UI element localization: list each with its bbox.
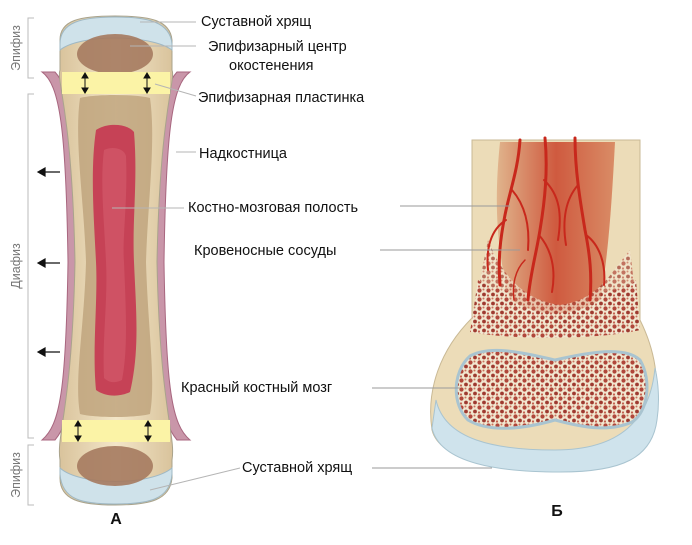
figure-a-long-bone: Эпифиз Диафиз Эпифиз	[9, 14, 365, 528]
bracket-epiphysis-top	[27, 17, 34, 79]
growth-arrows	[36, 166, 60, 358]
label-articular-cartilage-top: Суставной хрящ	[201, 14, 311, 30]
blood-vessels	[486, 136, 606, 302]
side-brackets	[27, 17, 34, 506]
figure-a-letter: А	[110, 511, 122, 528]
articular-cartilage-b	[431, 367, 659, 473]
red-marrow-region	[454, 348, 649, 430]
label-blood-vessels: Кровеносные сосуды	[194, 243, 336, 259]
leader-lines-b	[372, 205, 520, 469]
marrow-cavity-b	[496, 142, 615, 314]
bracket-epiphysis-bottom	[27, 444, 34, 506]
label-ossification-center-line1: Эпифизарный центр	[208, 39, 347, 55]
label-epiphyseal-plate: Эпифизарная пластинка	[198, 90, 365, 106]
label-periosteum: Надкостница	[199, 146, 288, 162]
figure-b-epiphysis-section: Кровеносные сосуды Красный костный мозг …	[181, 136, 659, 520]
side-label-epiphysis-bottom: Эпифиз	[9, 452, 23, 498]
label-ossification-center-line2: окостенения	[229, 58, 313, 74]
plate-arrows	[74, 72, 152, 442]
side-label-diaphysis: Диафиз	[9, 243, 23, 289]
ossification-center-top	[77, 34, 153, 74]
bracket-diaphysis	[27, 93, 34, 439]
label-articular-cartilage-bottom: Суставной хрящ	[242, 460, 352, 476]
figure-b-letter: Б	[551, 503, 563, 520]
ossification-center-bottom	[77, 446, 153, 486]
side-label-epiphysis-top: Эпифиз	[9, 25, 23, 71]
epiphyseal-plate-top	[62, 72, 170, 94]
label-red-marrow: Красный костный мозг	[181, 380, 332, 396]
epiphyseal-plate-bottom	[62, 420, 170, 442]
leader-lines-a	[112, 21, 241, 491]
label-marrow-cavity: Костно-мозговая полость	[188, 200, 358, 216]
